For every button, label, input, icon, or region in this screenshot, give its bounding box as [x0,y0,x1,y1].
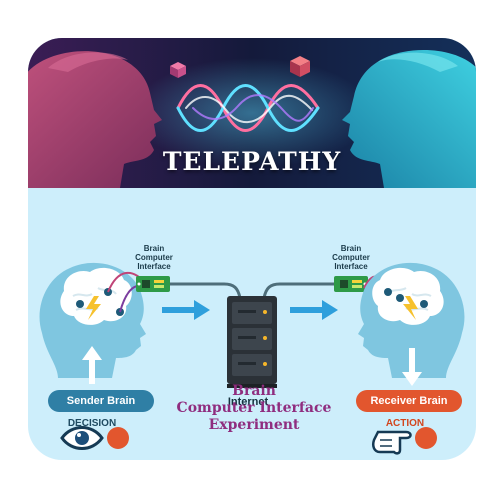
experiment-title: Brain Computer Interface Experiment [152,383,356,434]
lightning-icon [403,296,418,320]
receiver-silhouette [342,50,476,188]
lightning-icon [86,296,101,320]
experiment-title-line: Experiment [208,417,300,433]
sender-silhouette [28,51,162,188]
bci-diagram [39,262,465,455]
action-dot-icon [415,427,437,449]
arrow-down-icon [402,348,422,386]
cube-icon [290,56,310,77]
arrow-up-icon [82,346,102,384]
sender-interface-label: Brain Computer Interface [135,244,173,271]
experiment-title-line: Brain [232,383,276,399]
page-title: TELEPATHY [162,147,342,176]
hero-illustration [28,38,476,188]
receiver-interface-label: Brain Computer Interface [332,244,370,271]
receiver-cable [262,282,334,299]
decision-dot-icon [107,427,129,449]
telepathy-infographic: TELEPATHY [28,38,476,460]
receiver-brain-label: Receiver Brain [356,390,462,412]
arrow-right-icon [290,300,338,320]
eye-icon [60,426,104,450]
action-label: ACTION [385,418,425,429]
brain-wave-signal [176,84,320,132]
server-icon [227,296,277,388]
receiver-head [358,262,465,378]
cube-icon [170,62,186,78]
pointing-hand-icon [372,430,412,455]
sender-brain-label: Sender Brain [48,390,154,412]
sender-cable [170,282,242,299]
decision-label: DECISION [67,418,117,429]
bci-panel: Brain Computer Interface Brain Computer … [28,188,476,460]
sender-chip-icon [136,276,170,292]
hero-banner: TELEPATHY [28,38,476,188]
internet-label: Internet [227,396,269,408]
arrow-right-icon [162,300,210,320]
experiment-title-line: Computer Interface [176,400,332,416]
receiver-chip-icon [334,276,368,292]
